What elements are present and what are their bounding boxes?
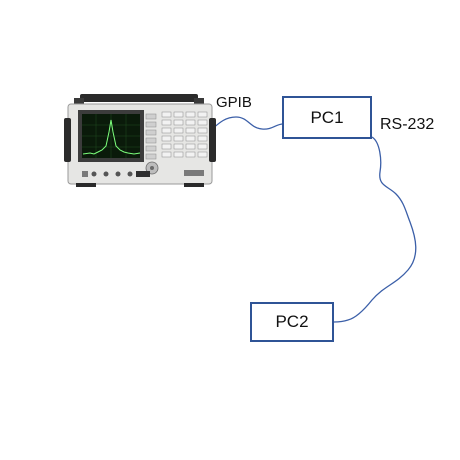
gpib-cable [210,116,284,131]
spectrum-analyzer-icon [64,94,216,187]
pc1-label: PC1 [310,107,344,127]
rs232-label: RS-232 [380,116,435,133]
pc2-label: PC2 [275,312,309,331]
pc1-box: PC1 [282,96,372,139]
gpib-label: GPIB [216,94,252,111]
pc2-box: PC2 [250,302,334,342]
rs232-cable [333,136,417,323]
